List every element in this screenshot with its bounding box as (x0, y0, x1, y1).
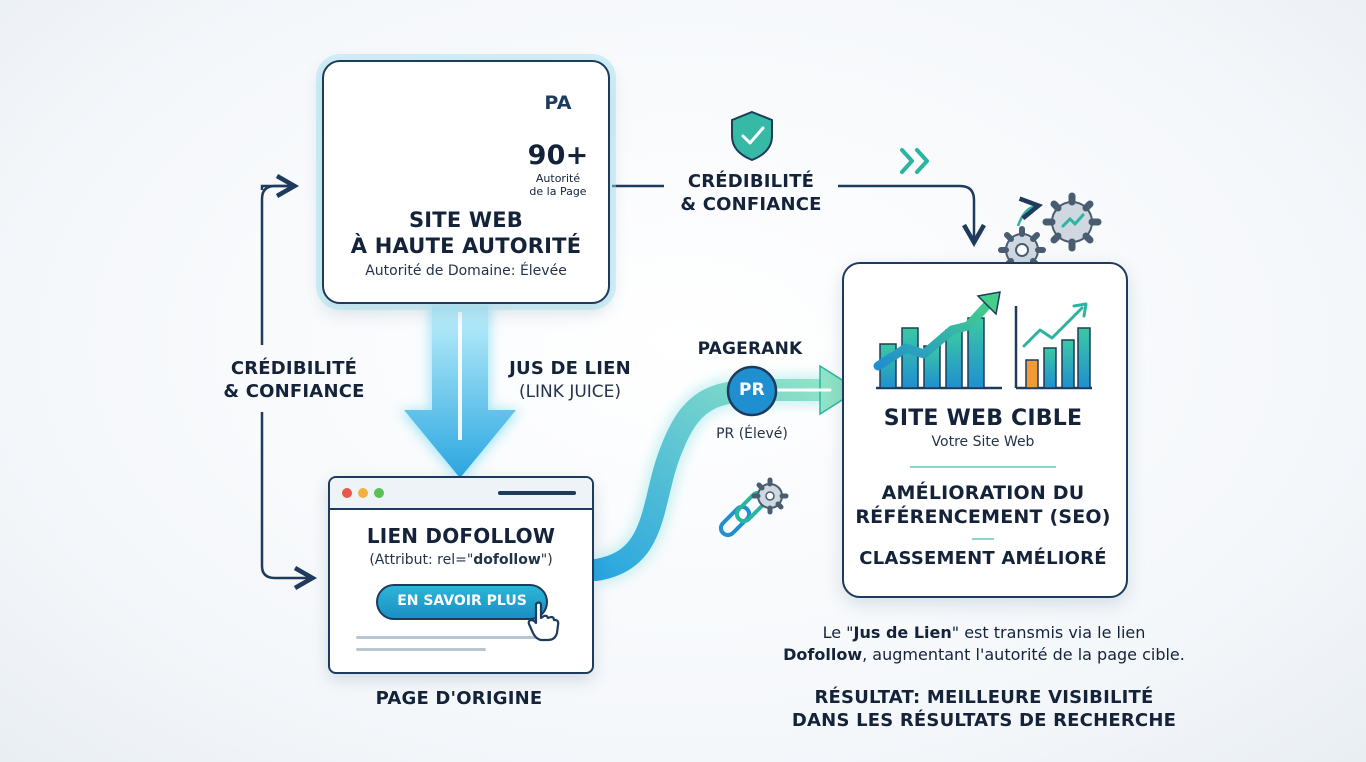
gear-icon (1042, 192, 1102, 252)
double-chevron-icon (900, 148, 929, 174)
attribute-suffix: ") (540, 552, 553, 568)
ranking-improved: CLASSEMENT AMÉLIORÉ (859, 548, 1107, 569)
pagerank-label: PAGERANK (697, 339, 803, 359)
footnote-text: " est transmis via le lien (951, 623, 1146, 642)
target-title: SITE WEB CIBLE (883, 406, 1083, 431)
bar-chart-icon (873, 291, 1002, 390)
browser-title-bar (330, 478, 592, 510)
result-line1: RÉSULTAT: MEILLEURE VISIBILITÉ (814, 687, 1154, 708)
pa-caption-line1: Autorité (535, 172, 581, 185)
attribute-prefix: (Attribut: rel=" (369, 552, 474, 568)
pa-score: 90+ (527, 140, 589, 171)
credibility-left-label-line2: & CONFIANCE (223, 381, 365, 402)
pr-caption: PR (Élevé) (716, 426, 788, 442)
seo-improvement-line2: RÉFÉRENCEMENT (SEO) (855, 506, 1111, 528)
link-juice-label: JUS DE LIEN (509, 358, 631, 379)
source-page-label: PAGE D'ORIGINE (375, 688, 543, 709)
source-page-window: LIEN DOFOLLOW (Attribut: rel="dofollow")… (328, 476, 594, 674)
text-line-placeholder (356, 648, 486, 651)
target-site-card (842, 262, 1128, 598)
minimize-dot-icon (358, 488, 368, 498)
pr-badge-circle (726, 365, 778, 417)
pa-badge-label: PA (544, 92, 572, 114)
target-subtitle: Votre Site Web (931, 434, 1035, 450)
divider (972, 538, 994, 540)
bar-chart-icon (1014, 302, 1092, 390)
footnote-text: , augmentant l'autorité de la page cible… (862, 645, 1185, 664)
dofollow-attribute: (Attribut: rel="dofollow") (330, 552, 592, 568)
seo-improvement-line1: AMÉLIORATION DU (881, 482, 1085, 504)
link-juice-arrow (400, 306, 520, 482)
dofollow-link-title: LIEN DOFOLLOW (366, 524, 556, 548)
credibility-loop-connector (260, 184, 290, 345)
footnote-emphasis: Jus de Lien (853, 623, 952, 642)
footnote-line1: Le "Jus de Lien" est transmis via le lie… (744, 623, 1224, 642)
pr-badge-label: PR (739, 380, 765, 400)
link-juice-english-label: (LINK JUICE) (518, 382, 622, 402)
pagerank-flow-arrow (585, 364, 860, 585)
authority-subtitle: Autorité de Domaine: Élevée (365, 263, 567, 279)
text-line-placeholder (356, 636, 556, 639)
hand-cursor-icon (527, 601, 560, 642)
gear-icon (751, 477, 789, 515)
footnote-text: Le " (822, 623, 854, 642)
authority-title-line2: À HAUTE AUTORITÉ (350, 234, 582, 258)
authority-title-line1: SITE WEB (408, 208, 524, 232)
result-line2: DANS LES RÉSULTATS DE RECHERCHE (791, 710, 1177, 731)
credibility-top-label-line2: & CONFIANCE (680, 194, 822, 215)
authority-site-card (322, 60, 610, 304)
learn-more-button[interactable]: EN SAVOIR PLUS (376, 584, 548, 620)
footnote-emphasis: Dofollow (783, 645, 863, 664)
attribute-value: dofollow (473, 552, 541, 568)
pa-caption-line2: de la Page (529, 185, 587, 198)
credibility-top-label-line1: CRÉDIBILITÉ (687, 171, 815, 192)
shield-check-icon (731, 110, 773, 162)
gear-icon (998, 226, 1046, 274)
maximize-dot-icon (374, 488, 384, 498)
divider (910, 466, 1056, 468)
close-dot-icon (342, 488, 352, 498)
address-bar (498, 491, 576, 495)
credibility-left-label-line1: CRÉDIBILITÉ (230, 358, 358, 379)
footnote-line2: Dofollow, augmentant l'autorité de la pa… (724, 645, 1244, 664)
